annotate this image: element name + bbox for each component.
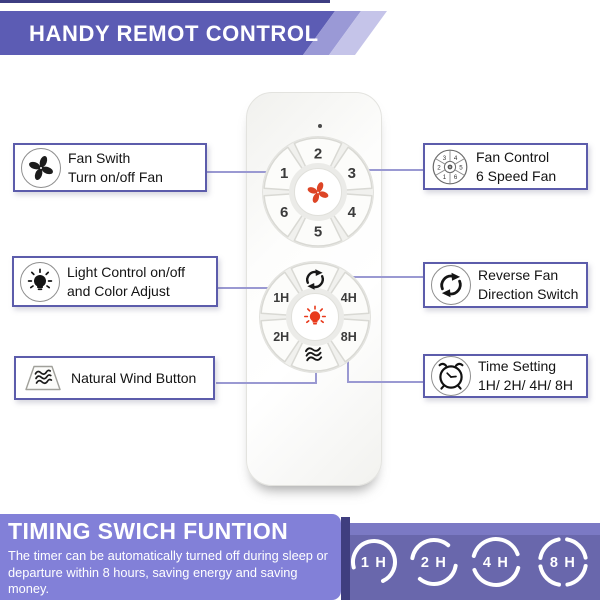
speed-6-label: 6 (280, 204, 288, 221)
callout-line: Natural Wind Button (71, 369, 197, 386)
callout-line: Reverse Fan (478, 267, 559, 283)
light-bulb-icon (20, 261, 60, 302)
callout-line: Light Control on/off (67, 263, 186, 280)
light-bulb-icon (304, 305, 326, 325)
speed-2-label: 2 (314, 145, 322, 162)
timer-badge-1h: 1 H (351, 539, 397, 585)
dial-4: 4 (454, 155, 458, 162)
fan-icon (21, 147, 61, 188)
timer-8h-badge-label: 8 H (550, 555, 576, 571)
fan-icon (307, 182, 329, 203)
timer-1h-label: 1H (273, 291, 289, 305)
timer-badges: 1 H 2 H 4 H 8 H (351, 537, 588, 587)
callout-time-setting: Time Setting 1H/ 2H/ 4H/ 8H (423, 354, 588, 398)
footer-timer-panel (350, 523, 600, 600)
dial-5: 5 (459, 164, 463, 171)
top-rule (0, 0, 330, 3)
dial-1: 1 (443, 174, 447, 181)
speed-3-label: 3 (348, 165, 356, 182)
callout-line: and Color Adjust (67, 282, 170, 299)
speed-dial-icon: 3 4 2 5 1 6 (431, 147, 469, 186)
speed-1-label: 1 (280, 165, 288, 182)
timer-1h-badge-label: 1 H (361, 555, 387, 571)
dial-2: 2 (437, 164, 441, 171)
footer-text-box: TIMING SWICH FUNTION The timer can be au… (0, 514, 341, 600)
callout-line: Fan Swith (68, 149, 131, 166)
led-indicator (318, 124, 322, 128)
callout-natural-wind: Natural Wind Button (14, 356, 215, 400)
callout-line: 1H/ 2H/ 4H/ 8H (478, 377, 573, 393)
banner-stripe-medium (303, 11, 361, 55)
alarm-clock-icon (431, 356, 471, 396)
timer-cluster: 1H 4H 2H 8H (255, 261, 375, 373)
callout-reverse: Reverse Fan Direction Switch (423, 262, 588, 308)
timer-2h-badge-label: 2 H (421, 555, 447, 571)
timer-badge-2h: 2 H (410, 538, 458, 586)
callout-line: Turn on/off Fan (68, 168, 163, 185)
footer-title: TIMING SWICH FUNTION (8, 518, 289, 544)
timer-badge-8h: 8 H (538, 537, 588, 587)
banner-title: HANDY REMOT CONTROL (29, 21, 319, 46)
callout-line: Direction Switch (478, 286, 579, 302)
callout-fan-switch: Fan Swith Turn on/off Fan (13, 143, 207, 192)
banner-bar (0, 11, 335, 55)
callout-line: 6 Speed Fan (476, 167, 557, 184)
timer-badge-4h: 4 H (471, 537, 521, 587)
timer-8h-label: 8H (341, 330, 357, 344)
wind-button-icon (22, 363, 64, 393)
reverse-arrows-icon (431, 265, 471, 305)
fan-speed-cluster: 1 2 3 4 5 6 (258, 136, 378, 248)
callout-fan-control: 3 4 2 5 1 6 Fan Control 6 Speed Fan (423, 143, 588, 190)
footer-body: The timer can be automatically turned of… (8, 548, 328, 596)
dial-3: 3 (443, 155, 447, 162)
banner-graphic (0, 0, 387, 55)
timer-4h-label: 4H (341, 291, 357, 305)
banner-stripe-light (329, 11, 387, 55)
callout-line: Time Setting (478, 358, 557, 374)
dial-6: 6 (454, 174, 458, 181)
timer-2h-label: 2H (273, 330, 289, 344)
wind-waves-icon (304, 347, 323, 362)
reverse-arrows-icon (306, 269, 324, 290)
timer-4h-badge-label: 4 H (483, 555, 509, 571)
speed-4-label: 4 (348, 204, 357, 221)
callout-line: Fan Control (476, 148, 550, 165)
footer-shadow-strip (341, 517, 350, 600)
speed-5-label: 5 (314, 223, 322, 240)
callout-light-control: Light Control on/off and Color Adjust (12, 256, 218, 307)
